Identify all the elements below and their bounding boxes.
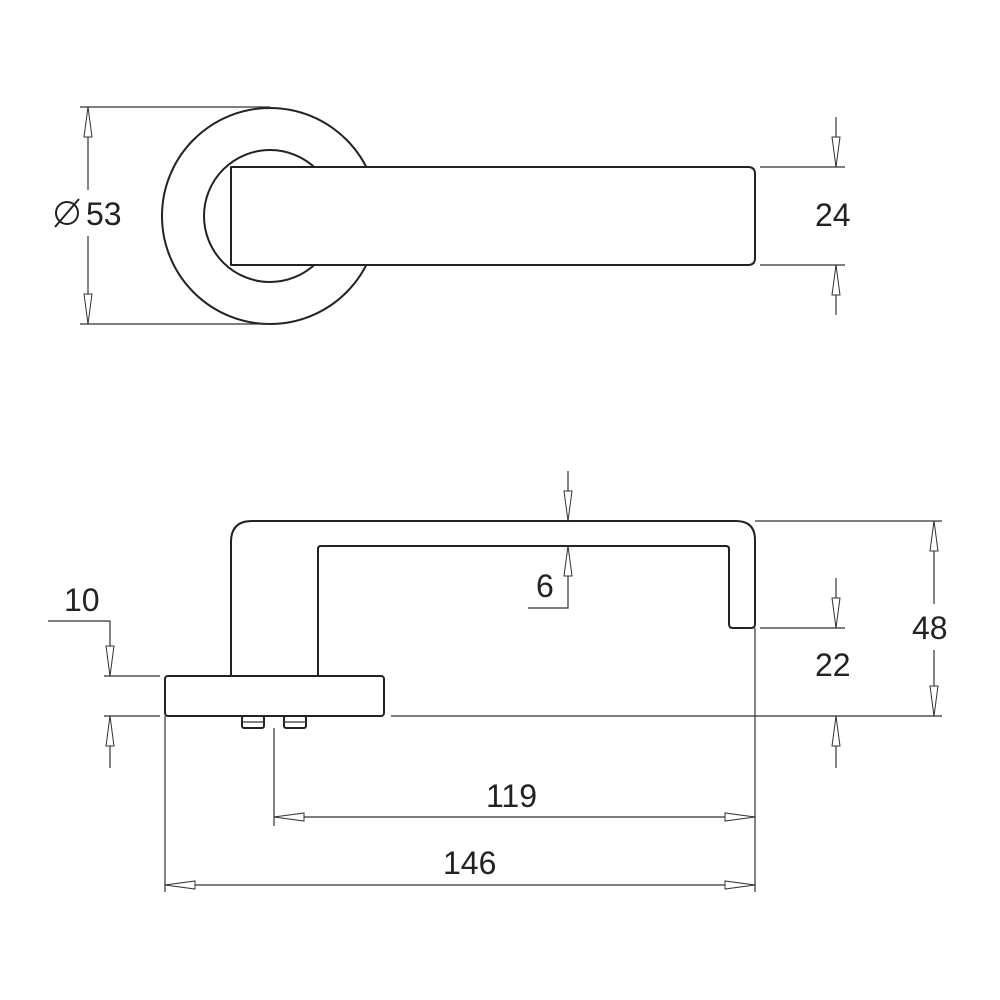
rose-diameter-label: 53 [86,196,122,232]
rose-plate [164,675,385,717]
top-view: 53 24 [54,106,851,325]
rose-thickness-label: 10 [64,582,100,618]
w119-arrow-right [724,812,756,822]
side-view: 10 6 22 48 119 146 [48,471,948,892]
dia-arrow-bottom [83,293,93,325]
end-drop-label: 22 [815,647,851,683]
overall-height-label: 48 [912,610,948,646]
lever-mask [231,167,755,265]
lever-wall-label: 6 [536,568,554,604]
dia-arrow-top [83,106,93,138]
h48-arrow-bottom [929,685,939,717]
h48-arrow-top [929,520,939,552]
lever-top-outline [230,166,756,266]
w146-arrow-right [724,880,756,890]
d22-arrow-bottom [831,715,841,747]
lever-width-label: 24 [815,197,851,233]
w119-arrow-left [273,812,305,822]
t10-leader [48,620,111,676]
lever-side-outline [230,520,756,676]
w146-arrow-left [164,880,196,890]
d22-arrow-top [831,597,841,629]
diameter-icon [54,198,80,228]
t10-arrow-bottom [105,715,115,747]
t10-arrow-top [105,645,115,677]
width-arrow-bottom [831,264,841,296]
t6-arrow-top [563,490,573,522]
width-arrow-top [831,136,841,168]
overall-projection-label: 146 [443,845,496,881]
projection-from-screws-label: 119 [486,778,537,814]
t6-arrow-bottom [563,545,573,577]
